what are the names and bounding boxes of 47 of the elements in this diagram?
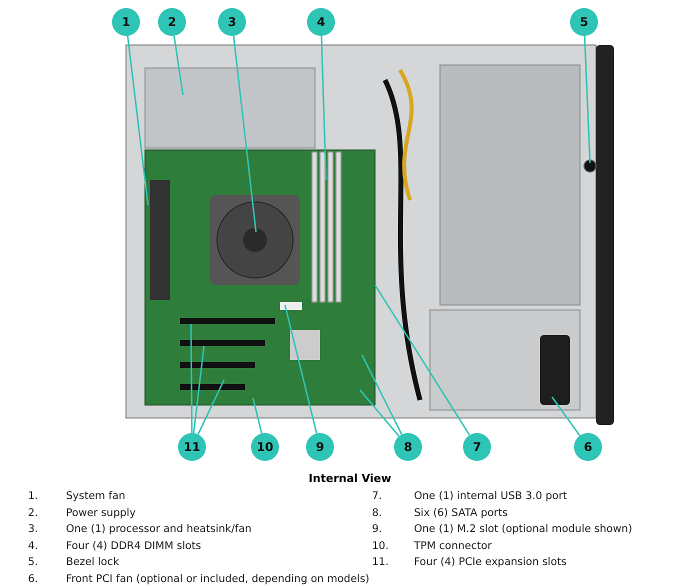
legend-number: 4. xyxy=(28,540,38,552)
callout-number: 1 xyxy=(112,8,140,36)
legend-description: Power supply xyxy=(66,506,136,518)
callout-number: 6 xyxy=(574,433,602,461)
callout-number: 11 xyxy=(178,433,206,461)
callout-number: 10 xyxy=(251,433,279,461)
leader-line xyxy=(190,324,193,433)
leader-line xyxy=(192,346,205,434)
leader-line xyxy=(252,398,262,434)
legend-description: Four (4) DDR4 DIMM slots xyxy=(66,540,202,552)
leader-line xyxy=(374,284,470,436)
legend-number: 3. xyxy=(28,523,38,535)
leader-line xyxy=(584,36,591,164)
figure-title: Internal View xyxy=(308,472,392,485)
legend-number: 5. xyxy=(28,556,38,568)
leader-line xyxy=(359,390,400,437)
callout-number: 4 xyxy=(307,8,335,36)
legend-description: Four (4) PCIe expansion slots xyxy=(414,556,567,568)
legend-description: Front PCI fan (optional or included, depending on models) xyxy=(66,572,370,584)
legend-number: 1. xyxy=(28,490,38,502)
leader-line xyxy=(361,354,402,435)
leader-line xyxy=(232,36,257,232)
legend-description: Six (6) SATA ports xyxy=(414,506,508,518)
legend-number: 9. xyxy=(372,523,382,535)
leader-line xyxy=(173,36,184,96)
legend-description: One (1) M.2 slot (optional module shown) xyxy=(414,523,632,535)
legend-number: 10. xyxy=(372,540,389,552)
legend-description: Bezel lock xyxy=(66,556,120,568)
callout-number: 5 xyxy=(570,8,598,36)
leader-line xyxy=(284,304,318,434)
legend-number: 6. xyxy=(28,572,38,584)
leader-line xyxy=(197,380,225,435)
legend-number: 7. xyxy=(372,490,382,502)
leader-line xyxy=(320,36,327,180)
callout-number: 3 xyxy=(218,8,246,36)
callout-number: 9 xyxy=(306,433,334,461)
legend-description: One (1) processor and heatsink/fan xyxy=(66,523,252,535)
legend-description: System fan xyxy=(66,490,126,502)
leader-line xyxy=(551,396,580,436)
callout-number: 7 xyxy=(463,433,491,461)
legend-number: 11. xyxy=(372,556,389,568)
legend-description: One (1) internal USB 3.0 port xyxy=(414,490,568,502)
callout-number: 2 xyxy=(158,8,186,36)
legend-description: TPM connector xyxy=(414,540,492,552)
legend-number: 8. xyxy=(372,506,382,518)
callout-number: 8 xyxy=(394,433,422,461)
legend-number: 2. xyxy=(28,506,38,518)
